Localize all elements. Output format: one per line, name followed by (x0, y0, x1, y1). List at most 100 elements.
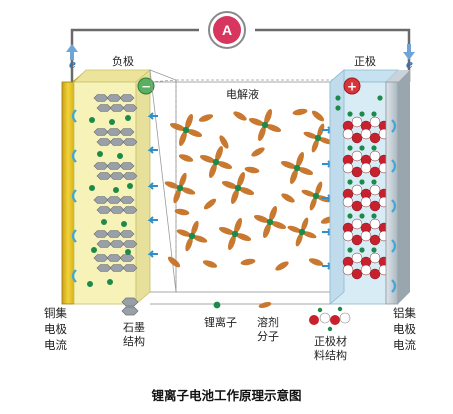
electron-arrows (71, 109, 397, 293)
solvent-molecule (248, 117, 265, 126)
anode-lithium-ion (101, 219, 107, 225)
solvent-molecule (269, 205, 278, 222)
arrow-icon (66, 44, 415, 60)
cathode-atom (342, 230, 354, 242)
graphite-hexagon (106, 196, 122, 204)
electron-flow-arrow (71, 229, 77, 243)
cathode-atom (369, 184, 381, 196)
solvated-lithium-ion (266, 218, 274, 226)
solvent-molecule (218, 226, 235, 235)
solvated-lithium-ion (234, 184, 242, 192)
anode-lithium-ion (127, 183, 133, 189)
free-solvent-molecule (244, 166, 260, 174)
solvent-molecule (238, 187, 255, 196)
free-solvent-molecule (202, 260, 218, 268)
electrolyte-label: 电解液 (226, 88, 259, 101)
graphite-hexagon (122, 138, 138, 146)
graphite-hexagon (96, 138, 112, 146)
solvent-molecule (234, 217, 243, 234)
solvent-molecule (237, 171, 246, 188)
external-circuit (70, 28, 411, 82)
electron-flow-arrow (71, 109, 77, 123)
copper-collector-label: 铜集电极电流 (44, 306, 67, 352)
aluminum-current-collector (385, 70, 410, 305)
graphite-hexagon (109, 206, 125, 214)
cathode-lithium-ion (347, 179, 353, 185)
graphite-structure-label: 石墨 结构 (123, 321, 145, 348)
solvent-molecule (301, 189, 316, 197)
ion-flow-arrow (147, 250, 158, 258)
solvated-lithium-ion (182, 126, 190, 134)
solvent-cluster (280, 151, 314, 185)
free-solvent-molecule (251, 147, 265, 157)
solvent-molecule (199, 154, 216, 163)
anode-lithium-ion (113, 187, 119, 193)
ion-flow-arrow (147, 146, 158, 154)
ion-flow-arrow (147, 112, 158, 120)
solvated-lithium-ion (231, 230, 239, 238)
graphite-hexagon (93, 128, 109, 136)
cathode-lithium-ion (359, 145, 365, 151)
graphite-hexagon (93, 162, 109, 170)
graphite-hexagon (106, 94, 122, 102)
solvent-molecule (297, 167, 314, 176)
solvent-molecule (192, 235, 208, 243)
solvent-molecule (176, 229, 192, 237)
electron-flow-arrow (391, 279, 397, 293)
graphite-hexagon (122, 104, 138, 112)
solvent-cluster (176, 220, 208, 252)
cathode-layers (335, 95, 390, 280)
cathode-atom (351, 150, 363, 162)
solvent-molecule (318, 137, 333, 145)
cathode-atom (369, 116, 381, 128)
graphite-hexagon (119, 230, 135, 238)
anode-lithium-ion (89, 117, 95, 123)
solvent-molecule (180, 187, 196, 195)
free-solvent-molecule (203, 198, 217, 210)
free-solvent-molecule (281, 193, 295, 203)
free-solvent-molecule (178, 154, 194, 162)
cathode-atom (351, 200, 363, 212)
solvent-molecule (265, 124, 282, 133)
anode-lithium-ion (89, 185, 95, 191)
electron-flow-arrow (71, 149, 77, 163)
free-solvent-molecule (240, 258, 256, 266)
anode-lithium-ion (121, 221, 127, 227)
cathode-atom (351, 184, 363, 196)
solvent-molecule (221, 180, 238, 189)
graphite-hexagon (109, 172, 125, 180)
free-solvent-molecule (174, 208, 190, 216)
electron-flow-arrow (71, 189, 77, 203)
solvent-molecule (315, 181, 323, 196)
solvent-molecule (230, 188, 239, 205)
solvated-lithium-ion (212, 158, 220, 166)
cathode-lithium-ion (335, 105, 341, 111)
solvated-lithium-ion (298, 228, 306, 236)
anode-lithium-ion (125, 249, 131, 255)
graphite-hexagon (93, 196, 109, 204)
cathode-atom (369, 252, 381, 264)
graphite-hexagon (119, 196, 135, 204)
anode-lithium-ion (97, 151, 103, 157)
cathode-atom (360, 264, 372, 276)
solvent-molecule (164, 181, 180, 189)
solvent-molecule (186, 129, 203, 138)
cathode-lithium-ion (347, 247, 353, 253)
solvent-cluster (164, 172, 196, 204)
solvent-molecule (280, 160, 297, 169)
free-solvent-molecule (311, 110, 325, 122)
cathode-atom (360, 196, 372, 208)
graphite-hexagon (93, 230, 109, 238)
electron-flow-arrow (71, 269, 77, 283)
solvent-molecule (235, 233, 252, 242)
cathode-atom (369, 218, 381, 230)
solvent-molecule (227, 234, 236, 251)
lithium-ion-label: 锂离子 (204, 316, 237, 329)
solvent-molecule (295, 232, 303, 247)
electron-flow-arrow (391, 199, 397, 213)
negative-electrode-label: 负极 (112, 55, 134, 68)
solvent-molecule (302, 231, 317, 239)
solvent-molecule (287, 225, 302, 233)
graphite-hexagon (122, 172, 138, 180)
